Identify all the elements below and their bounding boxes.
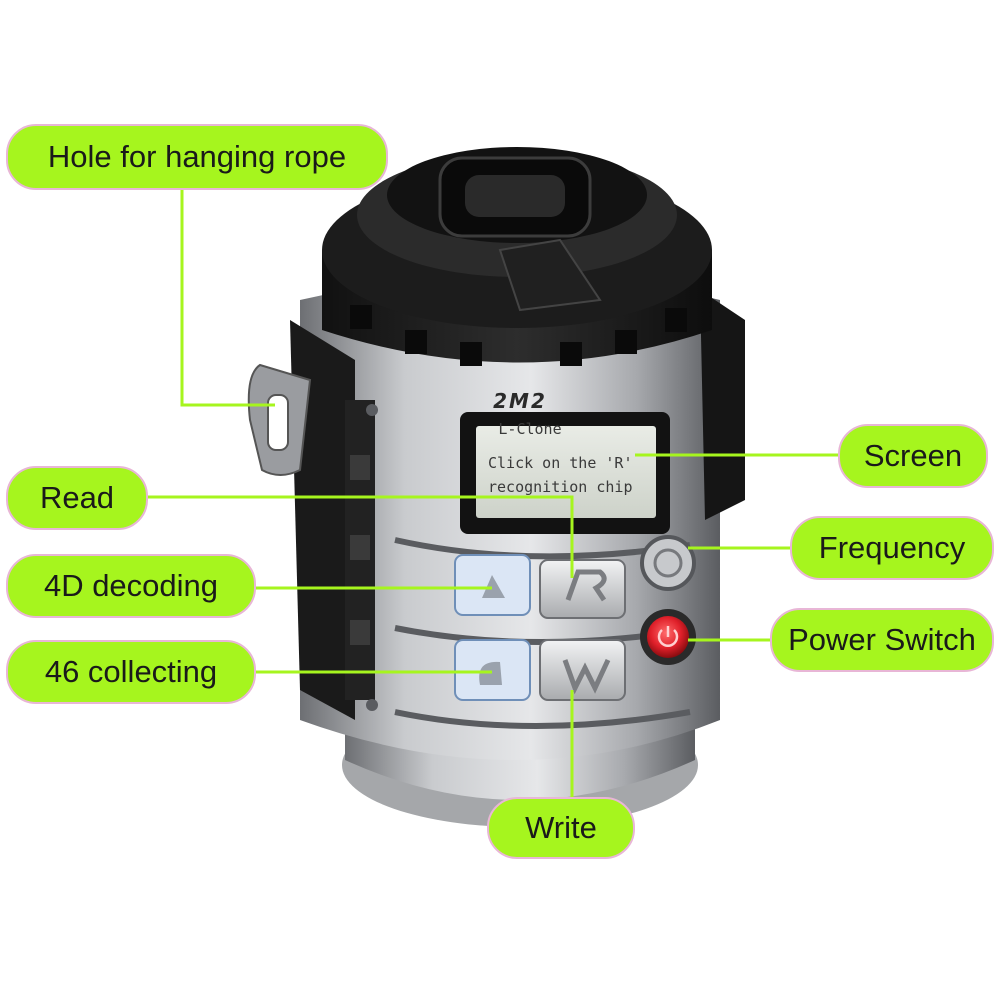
screen-display [476,426,656,518]
read-button[interactable] [539,559,626,619]
frequency-icon [653,548,683,578]
screw [366,404,378,416]
screw [366,699,378,711]
right-side-rail [700,290,745,520]
callout-4d-decoding: 4D decoding [6,554,256,618]
callout-hole-for-rope: Hole for hanging rope [6,124,388,190]
screen-line-2: Click on the 'R' [488,454,633,472]
leader-hole-for-rope [180,190,275,407]
cap-clip [498,238,602,312]
cap-notch [615,330,637,354]
power-icon [657,629,679,647]
callout-screen: Screen [838,424,988,488]
screen-line-1: L-Clone [498,420,561,438]
side-slot [350,620,370,645]
callout-write: Write [487,797,635,859]
callout-frequency: Frequency [790,516,994,580]
side-slot [350,455,370,480]
leader-read [148,495,574,578]
callout-power-switch: Power Switch [770,608,994,672]
frequency-button[interactable] [640,535,696,591]
brand-logo: 2M2 [493,389,547,413]
rope-hole [267,394,289,451]
screen-line-3: recognition chip [488,478,633,496]
cap-notch [405,330,427,354]
top-hole-inner [465,175,565,217]
cap-notch [560,342,582,366]
callout-46-collecting: 46 collecting [6,640,256,704]
side-slot [350,535,370,560]
cap-notch [460,342,482,366]
cap-notch [665,308,687,332]
leader-lines [148,190,838,797]
read-key-glyph [565,569,607,602]
groove [394,709,691,729]
decode-key-glyph [482,575,505,598]
cap-notch [350,305,372,329]
write-key-glyph [562,658,611,695]
callout-read: Read [6,466,148,530]
